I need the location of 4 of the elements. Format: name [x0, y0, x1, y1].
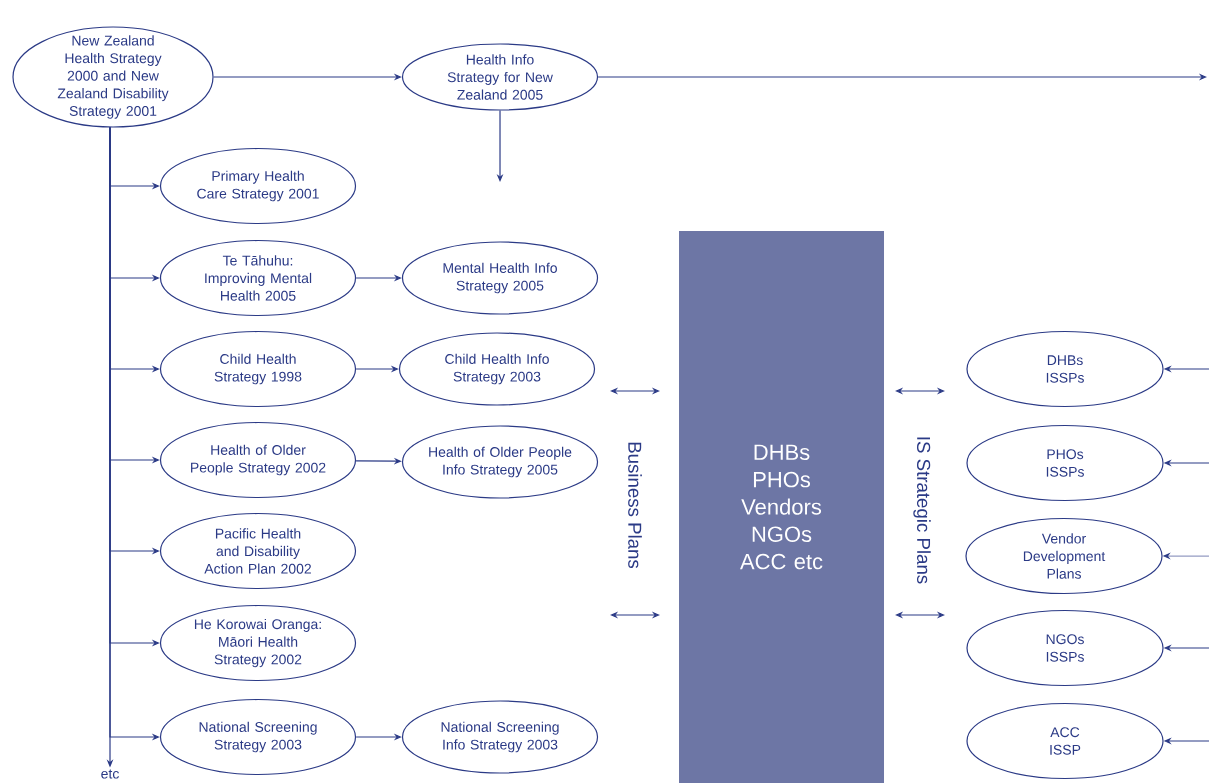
vertical-label: IS Strategic Plans: [913, 437, 931, 584]
organisation-box: DHBs PHOs Vendors NGOs ACC etc: [679, 231, 884, 783]
end-text: etc: [101, 769, 119, 779]
vertical-label: Business Plans: [628, 442, 642, 569]
